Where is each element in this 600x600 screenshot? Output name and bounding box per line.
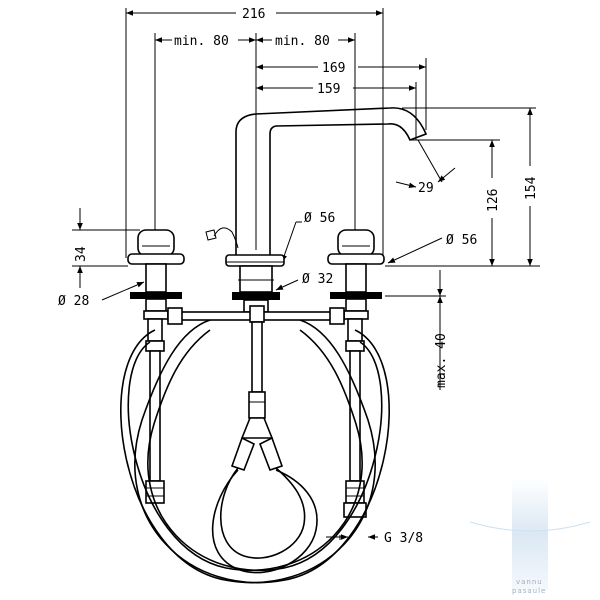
- flexible-hoses: [120, 319, 390, 584]
- dim-min80-right-label: min. 80: [275, 34, 330, 49]
- dimension-spacing: min. 80 min. 80: [155, 34, 355, 49]
- dim-min80-left-label: min. 80: [174, 34, 229, 49]
- dim-169-label: 169: [322, 61, 345, 76]
- dim-126-label: 126: [486, 189, 501, 212]
- dimension-base-diameter: Ø 32: [275, 272, 333, 291]
- valve-pipes: [145, 318, 367, 518]
- dimension-handle-height: 34: [72, 208, 140, 288]
- left-handle: [127, 229, 185, 320]
- dim-154-label: 154: [524, 176, 539, 200]
- dimension-valve-diameter: Ø 28: [58, 281, 145, 309]
- dim-valve-diameter-label: Ø 28: [58, 294, 89, 309]
- dimension-spout-reach: 169: [256, 61, 426, 76]
- dimension-heights: 126 154: [385, 107, 540, 267]
- watermark-line2: pasaule: [512, 587, 546, 595]
- dim-max40-label: max. 40: [434, 333, 449, 388]
- dim-body-diameter-label: Ø 56: [304, 211, 335, 226]
- dim-handle-diameter-label: Ø 56: [446, 233, 477, 248]
- dim-34-label: 34: [74, 246, 89, 262]
- dim-base-diameter-label: Ø 32: [302, 272, 333, 287]
- dim-thread-label: G 3/8: [384, 531, 423, 546]
- dim-159-label: 159: [317, 82, 340, 97]
- dimension-overall-width: 216: [126, 7, 383, 22]
- dimension-spout-length: 159: [256, 82, 416, 97]
- dimension-thread: G 3/8: [326, 531, 423, 546]
- dimension-angle: 29: [395, 139, 456, 196]
- dimension-body-diameter: Ø 56: [281, 211, 335, 263]
- dim-angle-label: 29: [418, 181, 434, 196]
- watermark-line1: vannu: [516, 578, 543, 586]
- right-handle: [327, 229, 385, 320]
- dimension-handle-diameter: Ø 56: [387, 233, 477, 264]
- watermark-logo: vannu pasaule: [469, 478, 591, 595]
- dimension-deck-thickness: max. 40: [385, 270, 449, 390]
- dim-216-label: 216: [242, 7, 265, 22]
- y-splitter: [230, 417, 284, 472]
